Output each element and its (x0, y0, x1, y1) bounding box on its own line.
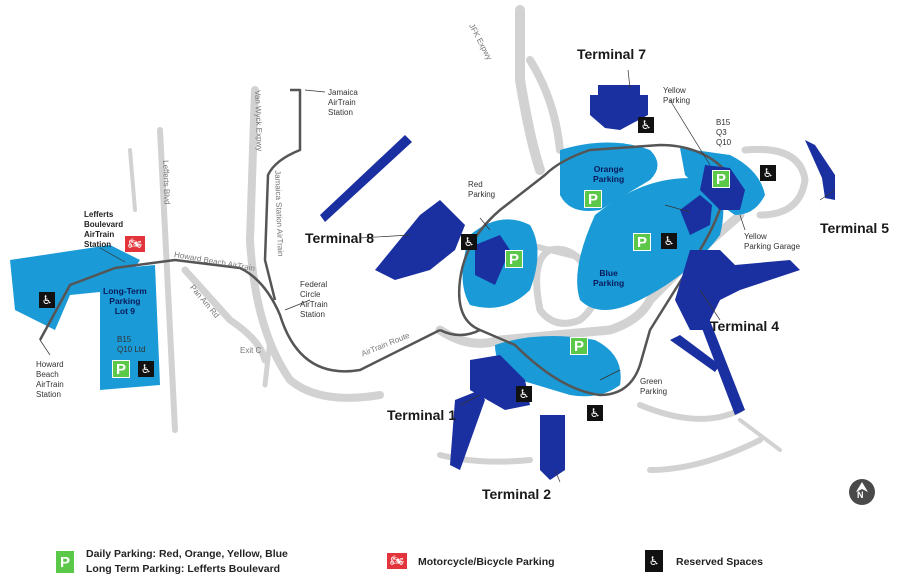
terminal-1-label: Terminal 1 (387, 407, 456, 423)
parking-icon: P (712, 170, 730, 188)
howard-beach-station-label: Howard Beach AirTrain Station (36, 360, 64, 399)
terminal-4-label: Terminal 4 (710, 318, 779, 334)
blue-garage-building (680, 195, 712, 235)
legend-reserved-label: Reserved Spaces (676, 556, 763, 568)
motorcycle-icon: 🏍 (125, 236, 145, 252)
parking-icon: P (112, 360, 130, 378)
terminal-7-label: Terminal 7 (577, 46, 646, 62)
long-term-lot-9 (100, 265, 160, 390)
terminal-4-concourse-a (695, 308, 745, 415)
red-garage-building (475, 235, 510, 285)
accessible-icon: ♿ (760, 165, 776, 181)
terminal-4-building (675, 250, 800, 330)
federal-circle-station-label: Federal Circle AirTrain Station (300, 280, 328, 319)
terminal-7-building (590, 85, 648, 130)
terminal-2-label: Terminal 2 (482, 486, 551, 502)
terminal-8-building (375, 200, 465, 280)
legend-parking-icon: P (55, 550, 75, 574)
accessible-icon: ♿ (587, 405, 603, 421)
terminal-4-concourse-b (670, 335, 720, 372)
accessible-icon: ♿ (661, 233, 677, 249)
terminal-8-concourse (320, 135, 412, 222)
blue-parking-label: Blue Parking (593, 268, 625, 288)
legend-motorcycle-icon: 🏍 (387, 553, 407, 569)
exit-c-label: Exit C (240, 346, 262, 355)
leader-lines (39, 69, 836, 483)
long-term-parking-label: Long-Term Parking Lot 9 (103, 286, 147, 316)
parking-icon: P (633, 233, 651, 251)
green-parking-label: Green Parking (640, 377, 668, 396)
parking-icon: P (584, 190, 602, 208)
yellow-bus-label: B15 Q3 Q10 (716, 118, 732, 147)
terminal-1-concourse (450, 390, 485, 470)
accessible-icon: ♿ (461, 234, 477, 250)
terminal-5-label: Terminal 5 (820, 220, 889, 236)
accessible-icon: ♿ (516, 386, 532, 402)
legend-parking-line1: Daily Parking: Red, Orange, Yellow, Blue (86, 548, 288, 560)
north-arrow-icon (849, 479, 875, 505)
accessible-icon: ♿ (638, 117, 654, 133)
north-label: N (857, 490, 864, 500)
green-parking-lot (495, 336, 621, 397)
lefferts-station-label: Lefferts Boulevard AirTrain Station (84, 210, 124, 249)
long-term-lot-west (10, 245, 140, 330)
legend-parking-line2: Long Term Parking: Lefferts Boulevard (86, 563, 281, 575)
orange-parking-label: Orange Parking (593, 164, 625, 184)
parking-icon: P (505, 250, 523, 268)
yellow-parking-label: Yellow Parking (663, 86, 691, 105)
lefferts-blvd-label: Lefferts Blvd (161, 160, 172, 205)
legend-accessible-icon: ♿ (645, 550, 663, 572)
lot9-bus-label: B15 Q10 Ltd (117, 335, 146, 354)
terminal-8-label: Terminal 8 (305, 230, 374, 246)
terminal-2-building (540, 415, 565, 480)
legend-motorcycle-label: Motorcycle/Bicycle Parking (418, 556, 555, 568)
yellow-garage-label: Yellow Parking Garage (744, 232, 801, 251)
parking-icon: P (570, 337, 588, 355)
terminals (320, 85, 835, 480)
terminal-5-building (805, 140, 835, 200)
accessible-icon: ♿ (138, 361, 154, 377)
jamaica-station-label: Jamaica AirTrain Station (328, 88, 358, 117)
red-parking-label: Red Parking (468, 180, 496, 199)
accessible-icon: ♿ (39, 292, 55, 308)
terminal-1-building (470, 355, 530, 410)
